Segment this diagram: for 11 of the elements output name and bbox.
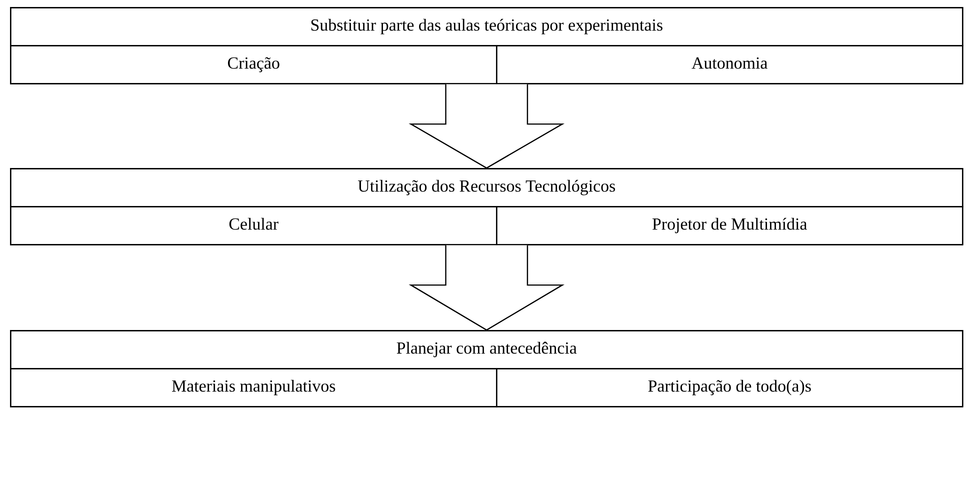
table-cell: Projetor de Multimídia [496, 206, 964, 246]
table-cell: Participação de todo(a)s [496, 368, 964, 408]
header-cell: Planejar com antecedência [10, 330, 964, 370]
table-cell: Materiais manipulativos [10, 368, 498, 408]
table-cell: Autonomia [496, 45, 964, 84]
header-cell: Utilização dos Recursos Tecnológicos [10, 168, 964, 208]
header-cell: Substituir parte das aulas teóricas por experimentais [10, 7, 964, 46]
table-cell: Celular [10, 206, 498, 246]
block-arrow [408, 84, 565, 169]
block-arrow [408, 244, 565, 331]
table-cell: Criação [10, 45, 498, 84]
